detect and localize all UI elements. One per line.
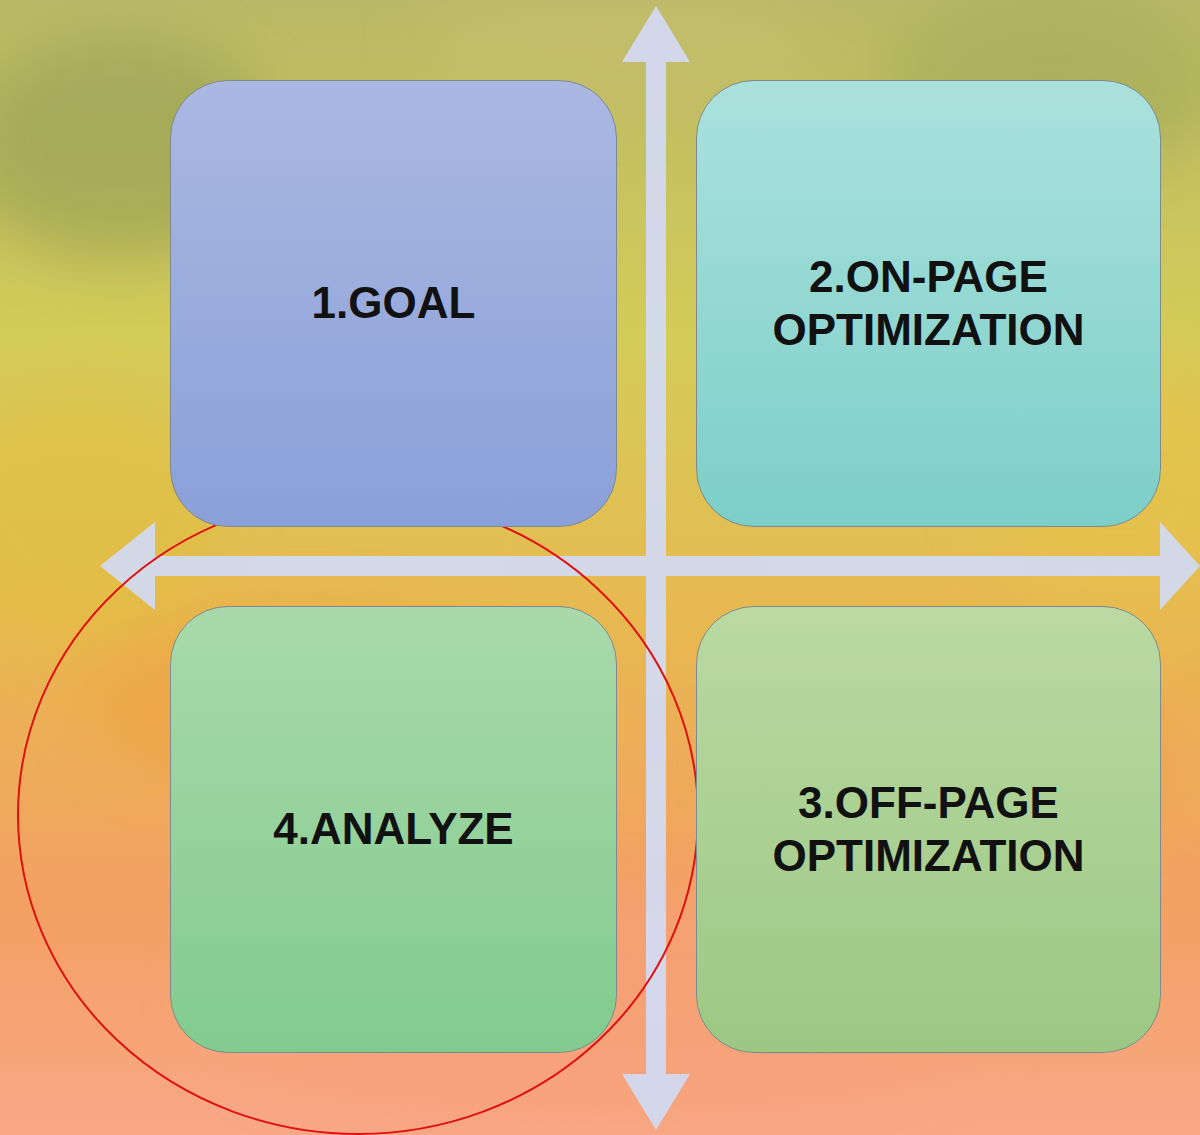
arrow-head bbox=[1160, 522, 1200, 610]
box-label: 1.GOAL bbox=[288, 277, 500, 330]
box-label: 3.OFF-PAGE OPTIMIZATION bbox=[697, 777, 1160, 883]
process-box: 3.OFF-PAGE OPTIMIZATION bbox=[696, 606, 1161, 1053]
process-box: 2.ON-PAGE OPTIMIZATION bbox=[696, 80, 1161, 527]
horizontal-arrow-shaft bbox=[150, 556, 1165, 576]
process-box: 1.GOAL bbox=[170, 80, 617, 527]
box-label: 2.ON-PAGE OPTIMIZATION bbox=[697, 251, 1160, 357]
highlight-circle bbox=[18, 496, 698, 1134]
box-label: 4.ANALYZE bbox=[249, 803, 537, 856]
arrow-head bbox=[622, 6, 690, 62]
process-box: 4.ANALYZE bbox=[170, 606, 617, 1053]
arrow-head bbox=[622, 1074, 690, 1130]
